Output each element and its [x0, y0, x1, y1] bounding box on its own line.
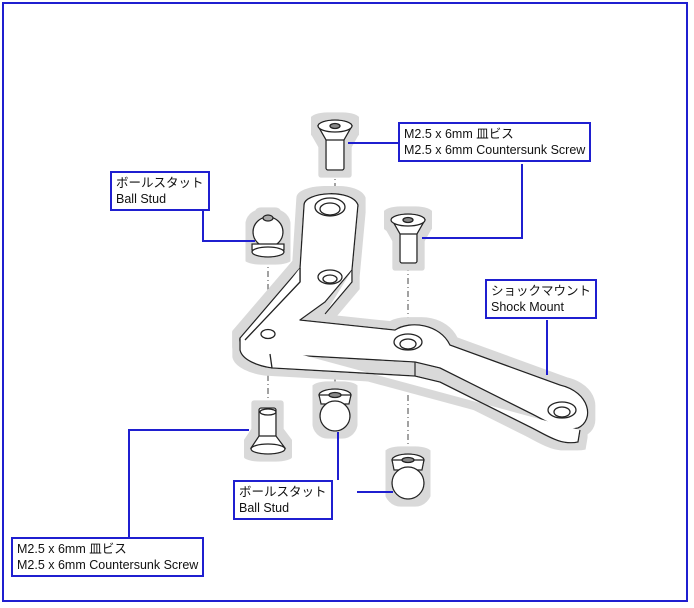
countersunk-screw-bottom	[249, 407, 287, 455]
callout-ball-stud-top: ボールスタット Ball Stud	[110, 171, 210, 211]
label-jp: M2.5 x 6mm 皿ビス	[17, 542, 127, 556]
leader-ball-stud-top	[202, 207, 255, 242]
ball-stud-bottom-right	[391, 453, 425, 500]
leader-lines	[128, 142, 548, 537]
ball-stud-top	[251, 214, 285, 258]
shock-mount-part	[239, 193, 589, 444]
label-en: M2.5 x 6mm Countersunk Screw	[404, 143, 586, 157]
label-jp: ショックマウント	[491, 284, 592, 298]
callout-ball-stud-bottom: ボールスタット Ball Stud	[233, 480, 333, 520]
label-en: Ball Stud	[116, 192, 167, 206]
ball-stud-bottom-middle	[318, 388, 352, 432]
label-jp: ボールスタット	[116, 176, 204, 190]
label-en: M2.5 x 6mm Countersunk Screw	[17, 558, 199, 572]
label-jp: M2.5 x 6mm 皿ビス	[404, 127, 514, 141]
leader-screw-bottom	[128, 429, 249, 537]
label-en: Ball Stud	[239, 501, 290, 515]
leader-screw-right	[422, 164, 523, 239]
label-en: Shock Mount	[491, 300, 564, 314]
countersunk-screw-right	[390, 213, 427, 264]
callout-screw-bottom: M2.5 x 6mm 皿ビス M2.5 x 6mm Countersunk Sc…	[11, 537, 205, 577]
label-jp: ボールスタット	[239, 485, 327, 499]
countersunk-screw-top	[316, 119, 354, 171]
callout-screw-top: M2.5 x 6mm 皿ビス M2.5 x 6mm Countersunk Sc…	[398, 122, 592, 162]
callout-shock-mount: ショックマウント Shock Mount	[485, 279, 598, 319]
